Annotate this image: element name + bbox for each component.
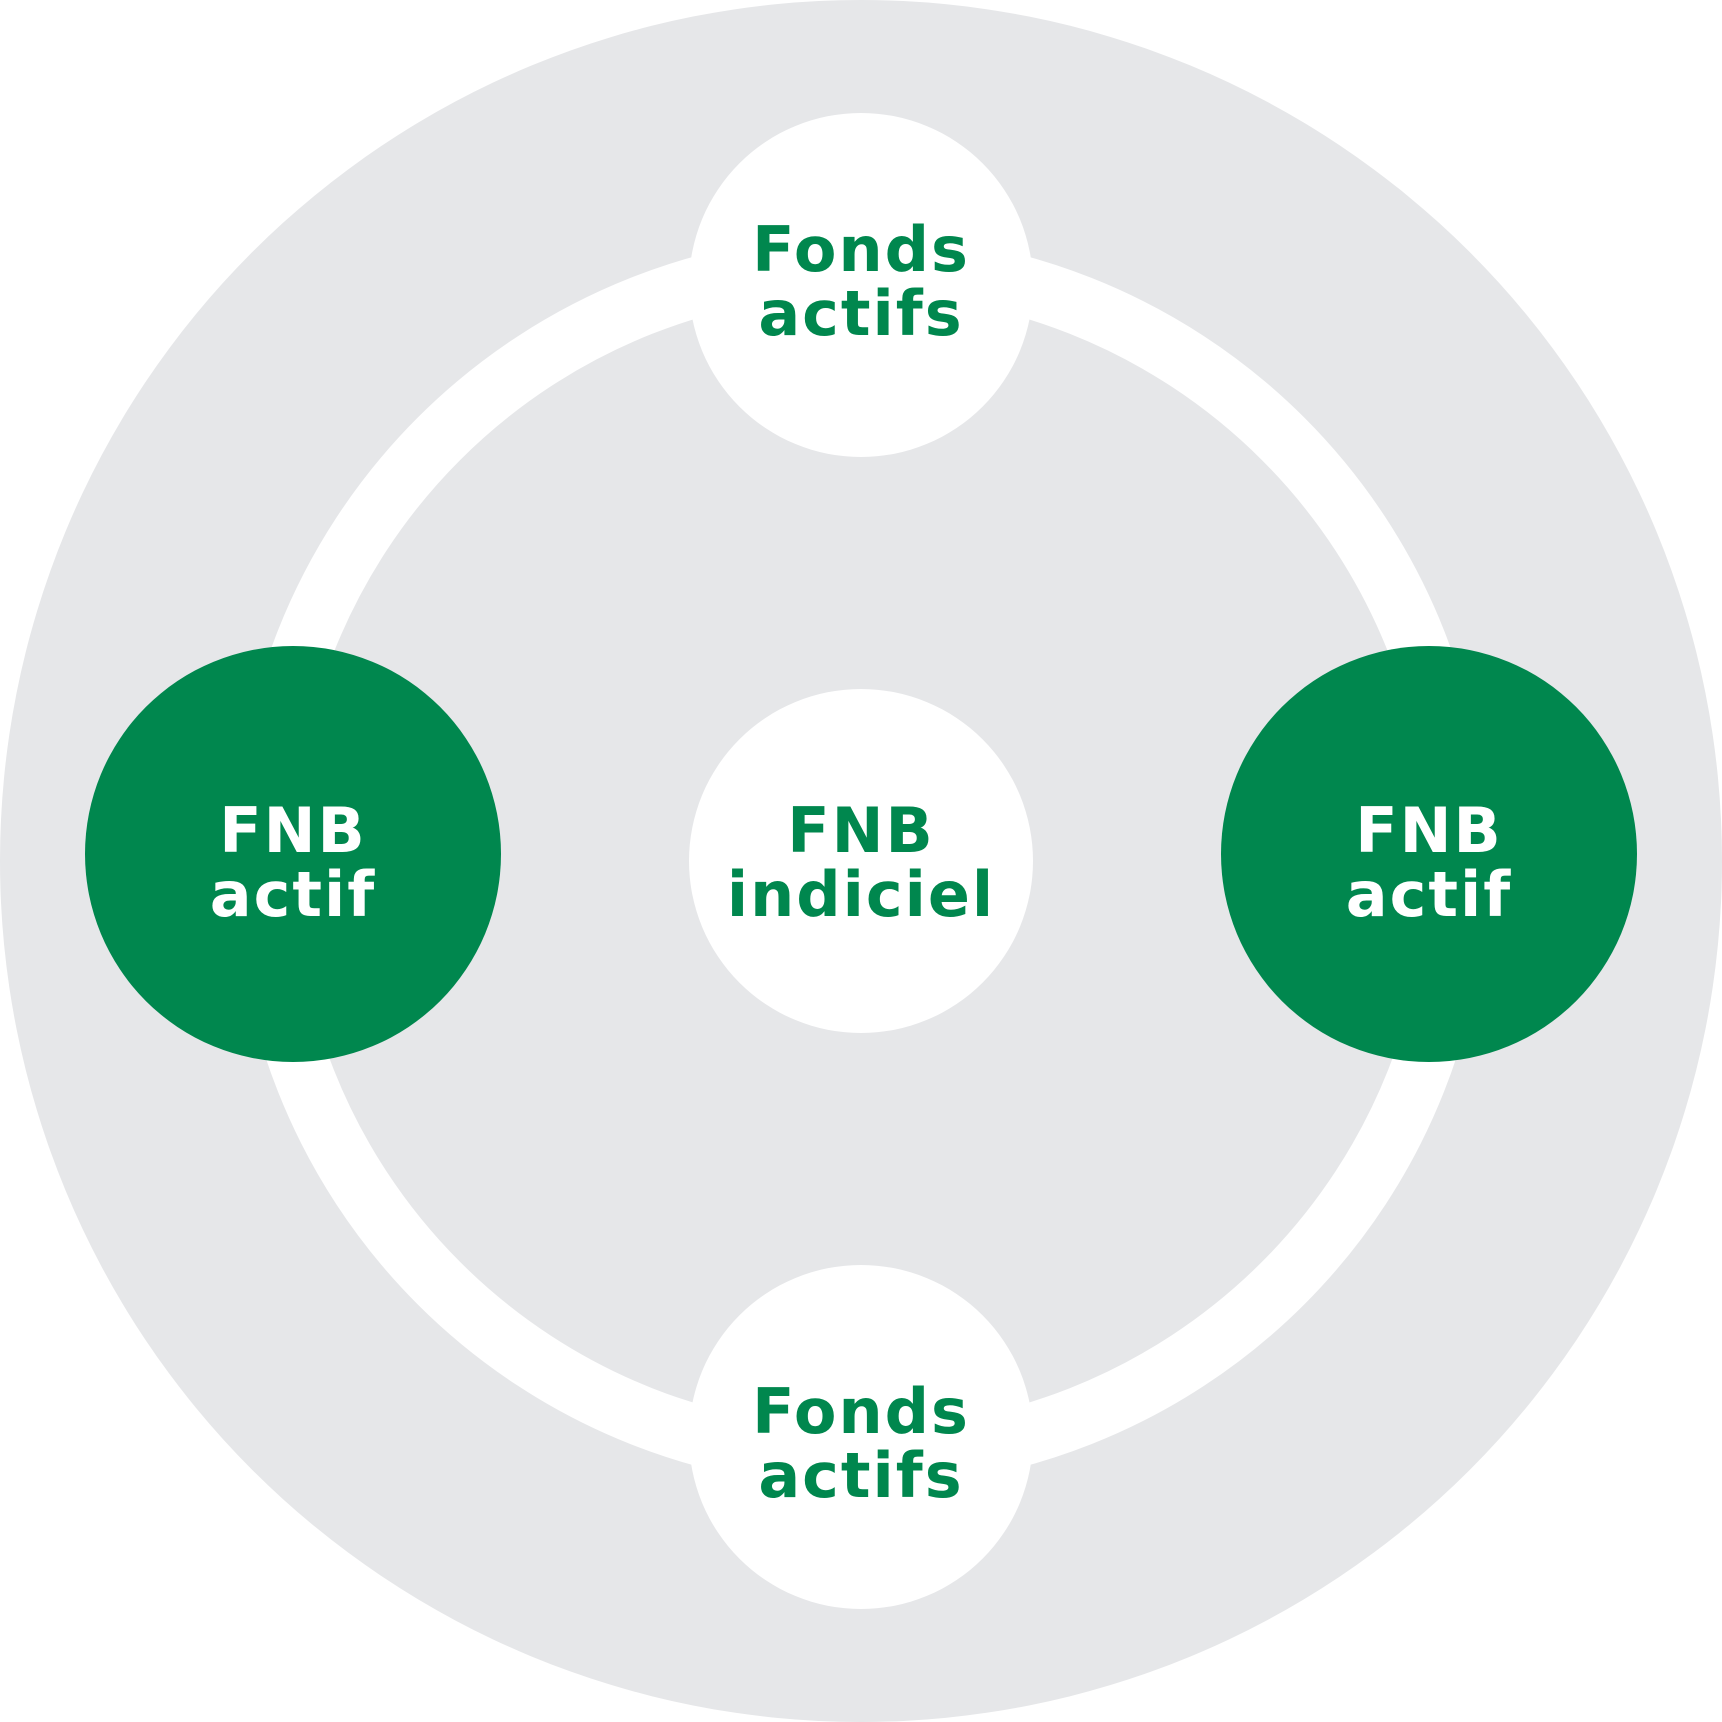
node-bottom-line2: actifs [758,1439,963,1512]
node-top-line1: Fonds [752,213,970,286]
node-bottom-line1: Fonds [752,1375,970,1448]
node-top: Fonds actifs [689,113,1033,457]
node-bottom: Fonds actifs [689,1265,1033,1609]
node-center-circle [689,689,1033,1033]
node-center: FNB indiciel [689,689,1033,1033]
node-left-line1: FNB [219,794,367,867]
node-top-line2: actifs [758,277,963,350]
node-left-line2: actif [210,858,376,931]
node-left: FNB actif [85,646,501,1062]
node-center-line1: FNB [787,794,935,867]
node-bottom-circle [689,1265,1033,1609]
node-right-line2: actif [1346,858,1512,931]
node-top-circle [689,113,1033,457]
node-center-line2: indiciel [727,858,995,931]
node-right: FNB actif [1221,646,1637,1062]
node-left-circle [85,646,501,1062]
node-right-line1: FNB [1355,794,1503,867]
node-right-circle [1221,646,1637,1062]
